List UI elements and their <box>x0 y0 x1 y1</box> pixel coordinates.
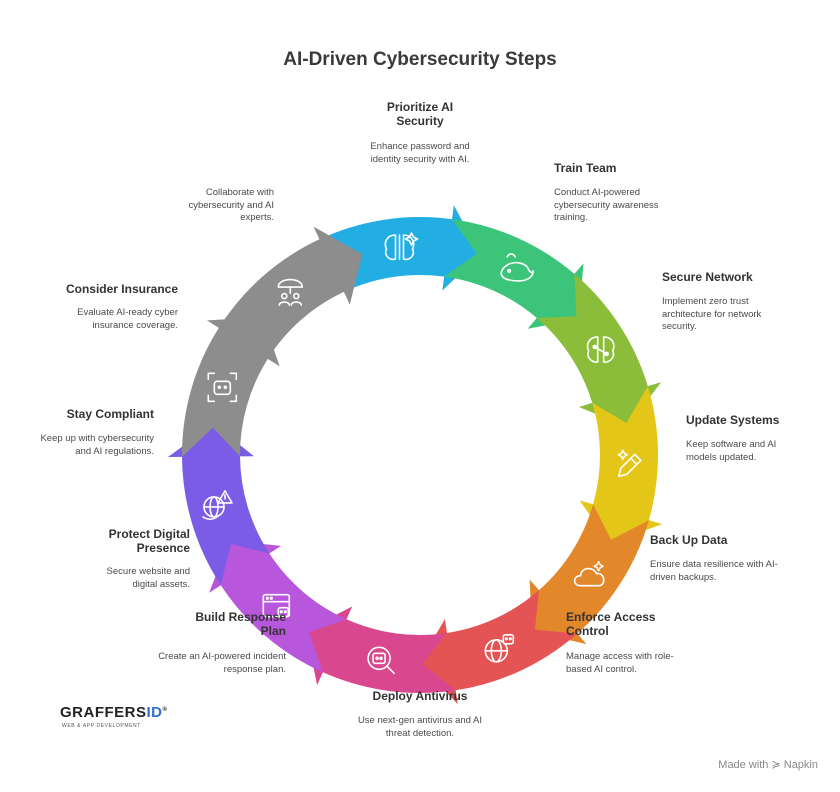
step-11-desc: Evaluate AI-ready cyber insurance covera… <box>77 307 178 331</box>
step-2-desc: Conduct AI-powered cybersecurity awarene… <box>554 187 659 223</box>
brain-sparkle-icon <box>384 232 419 261</box>
segment-8 <box>209 540 347 673</box>
pencil-sparkle-icon <box>617 449 642 478</box>
magnifier-bot-icon <box>367 646 395 675</box>
brain-circuit-icon <box>586 336 615 363</box>
step-2-title: Train Team <box>554 161 617 175</box>
cloud-sparkle-icon <box>573 560 605 587</box>
segment-5 <box>529 504 649 645</box>
step-6-desc: Manage access with role-based AI control… <box>566 651 674 675</box>
segment-4 <box>579 386 663 543</box>
whale-icon <box>500 253 535 282</box>
globe-bot-icon <box>484 633 515 663</box>
bot-frame-icon <box>207 372 238 403</box>
step-8-desc: Create an AI-powered incident response p… <box>158 651 286 675</box>
step-9-desc: Secure website and digital assets. <box>106 566 190 590</box>
step-1-desc: Enhance password and identity security w… <box>370 141 470 165</box>
step-9-title: Protect Digital Presence <box>108 527 190 555</box>
browser-bot-icon <box>262 593 291 618</box>
segment-7 <box>305 606 456 693</box>
step-10-title: Stay Compliant <box>66 407 154 421</box>
step-11-title: Consider Insurance <box>65 282 178 296</box>
step-6-title: Enforce Access Control <box>566 610 656 638</box>
step-5-desc: Ensure data resilience with AI-driven ba… <box>650 559 778 583</box>
step-8-title: Build Response Plan <box>195 610 286 638</box>
logo-name: GRAFFERS <box>60 704 147 721</box>
step-3-desc: Implement zero trust architecture for ne… <box>662 296 762 332</box>
diagram-title: AI-Driven Cybersecurity Steps <box>283 49 557 70</box>
globe-warning-icon <box>202 490 233 520</box>
step-10-desc: Keep up with cybersecurity and AI regula… <box>40 433 154 457</box>
step-3-title: Secure Network <box>662 270 753 284</box>
step-4-desc: Keep software and AI models updated. <box>686 439 777 463</box>
logo-tagline: WEB & APP DEVELOPMENT <box>62 723 141 729</box>
collaborate-note: Collaborate with cybersecurity and AI ex… <box>188 187 274 223</box>
step-5-title: Back Up Data <box>650 533 728 547</box>
step-4-title: Update Systems <box>686 413 780 427</box>
napkin-watermark: Made with ≽ Napkin <box>718 759 818 771</box>
segment-6 <box>418 590 578 705</box>
umbrella-people-icon <box>277 278 304 306</box>
step-7-title: Deploy Antivirus <box>372 689 468 703</box>
segment-2 <box>444 219 584 329</box>
step-7-desc: Use next-gen antivirus and AI threat det… <box>357 715 483 739</box>
logo-id: ID <box>146 704 163 721</box>
step-1-title: Prioritize AI Security <box>386 100 454 128</box>
graffersid-logo: GRAFFERSID® WEB & APP DEVELOPMENT <box>60 704 168 729</box>
